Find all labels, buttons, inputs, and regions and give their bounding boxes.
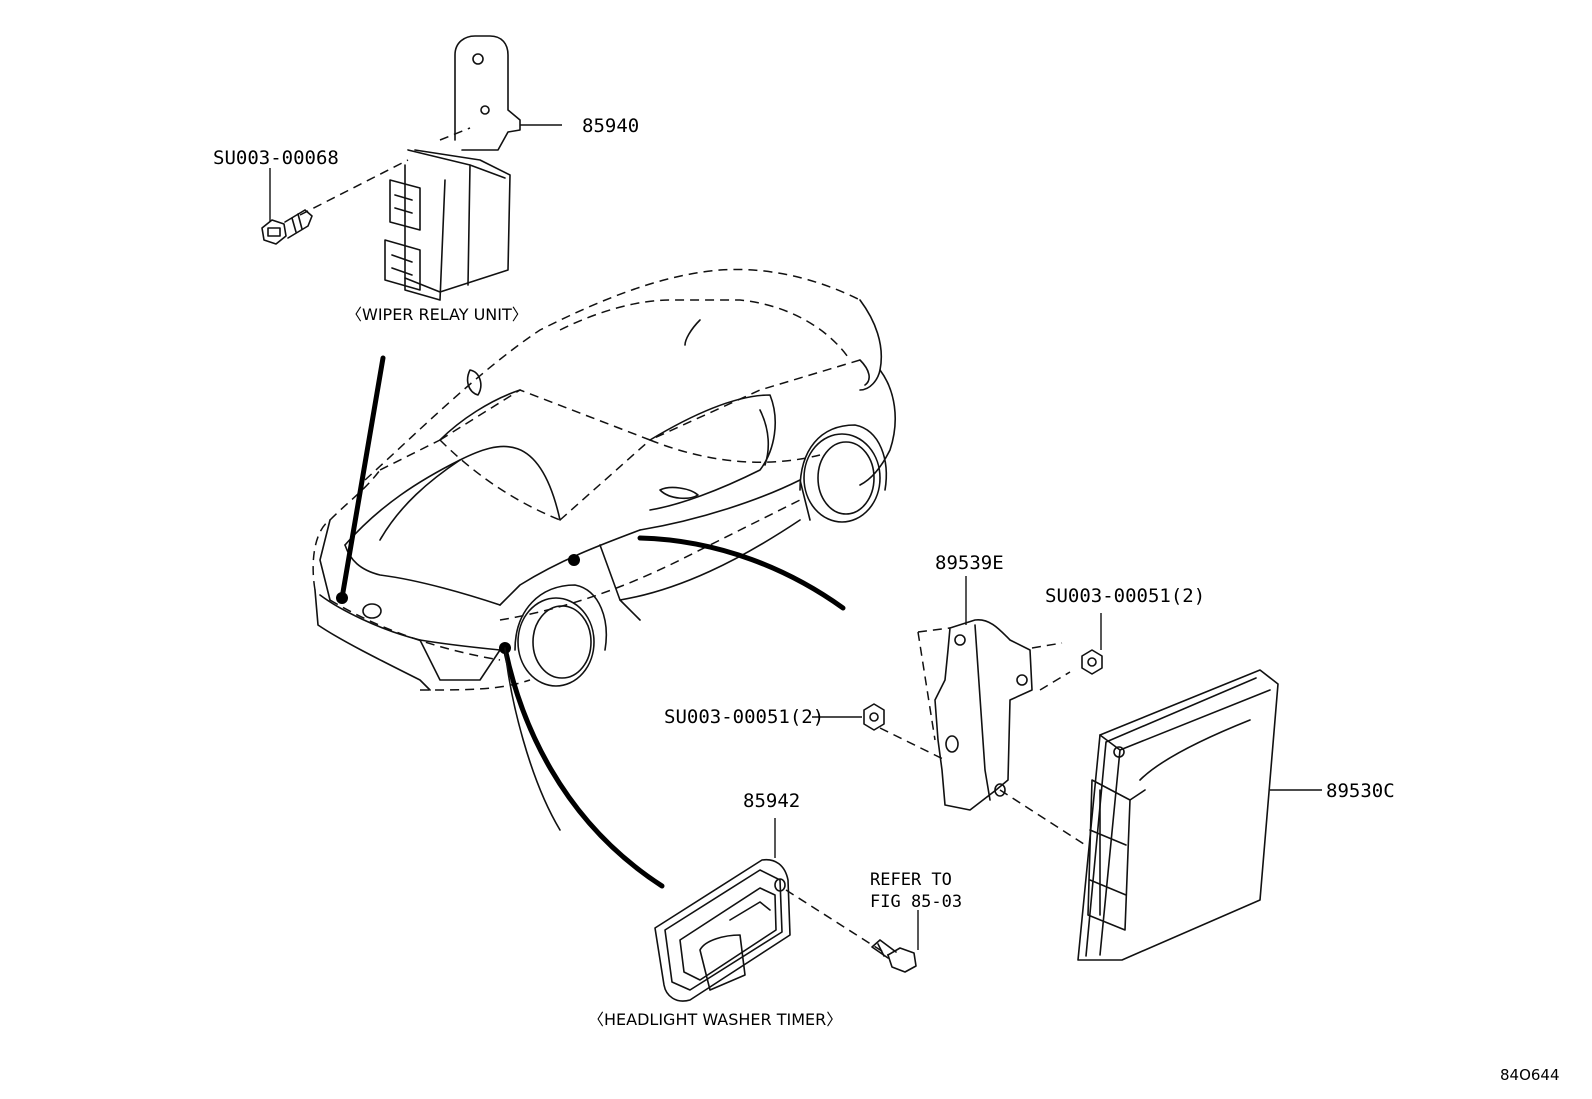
pointer-line-ecu xyxy=(637,535,846,611)
wiper-relay-unit xyxy=(384,35,521,301)
nut-left xyxy=(863,703,885,731)
pointer-line-wiper xyxy=(339,355,386,601)
bolt-refer-fig xyxy=(871,939,917,973)
nut-right xyxy=(1081,649,1103,675)
label-89539e: 89539E xyxy=(935,552,1004,574)
car-illustration xyxy=(312,268,896,691)
label-su003-00051-left: SU003-00051(2) xyxy=(664,706,824,728)
figure-code: 84O644 xyxy=(1500,1066,1560,1084)
label-85942: 85942 xyxy=(743,790,800,812)
screw-su003-00068 xyxy=(261,209,313,245)
refer-to-line1: REFER TO xyxy=(870,870,952,890)
pointer-line-washer xyxy=(502,645,665,889)
label-su003-00068: SU003-00068 xyxy=(213,147,339,169)
refer-to-line2: FIG 85-03 xyxy=(870,892,962,912)
bracket-89539e xyxy=(934,619,1033,811)
ecu-89530c xyxy=(1077,669,1279,961)
caption-headlight-washer-timer: 〈HEADLIGHT WASHER TIMER〉 xyxy=(588,1010,842,1029)
label-89530c: 89530C xyxy=(1326,780,1395,802)
headlight-washer-timer xyxy=(654,858,791,1002)
label-85940: 85940 xyxy=(582,115,639,137)
label-su003-00051-right: SU003-00051(2) xyxy=(1045,585,1205,607)
caption-wiper-relay-unit: 〈WIPER RELAY UNIT〉 xyxy=(346,305,528,324)
ecu-location-dot xyxy=(568,554,580,566)
